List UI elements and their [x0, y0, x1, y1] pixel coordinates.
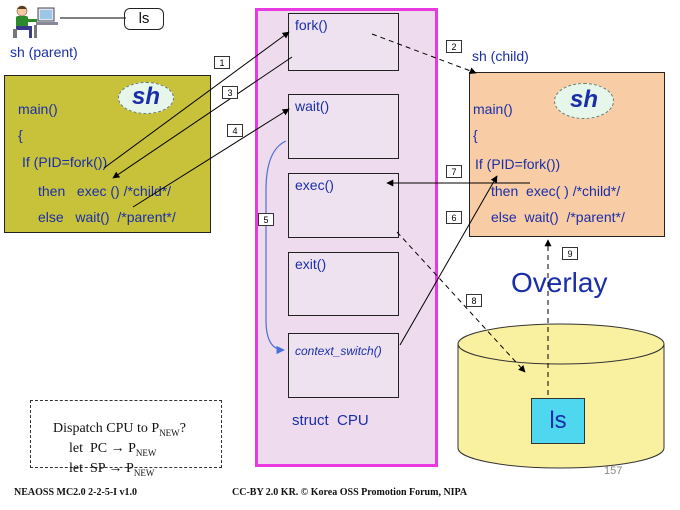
arrow-6 — [399, 175, 498, 346]
dispatch-note-box: Dispatch CPU to PNEW? let PC → PNEW let … — [30, 400, 222, 478]
arrow-1 — [103, 31, 290, 169]
footer-center: CC-BY 2.0 KR. © Korea OSS Promotion Foru… — [232, 487, 468, 498]
arrow-8 — [396, 231, 526, 373]
ls-command-text: ls — [138, 10, 150, 27]
step-7: 7 — [446, 165, 462, 178]
step-2: 2 — [446, 40, 462, 53]
proc-exec: exec() — [288, 173, 399, 238]
parent-line-brace: { — [18, 127, 23, 143]
ls-command-bubble: ls — [124, 8, 164, 30]
child-line-main: main() — [473, 101, 513, 117]
child-sh-badge-text: sh — [569, 86, 598, 113]
dispatch-line-1: Dispatch CPU to PNEW? — [53, 421, 186, 438]
disk-ls-file-text: ls — [549, 407, 567, 434]
parent-sh-badge-text: sh — [131, 83, 160, 110]
child-shell-label: sh (child) — [472, 48, 529, 64]
parent-line-then: then exec () /*child*/ — [38, 183, 172, 199]
proc-fork: fork() — [288, 13, 399, 71]
child-line-then: then exec( ) /*child*/ — [491, 183, 621, 199]
proc-wait: wait() — [288, 94, 399, 159]
step-1: 1 — [214, 56, 230, 69]
overlay-label: Overlay — [511, 267, 608, 298]
child-sh-badge: sh — [554, 83, 614, 119]
arrow-2 — [371, 33, 477, 75]
proc-exit: exit() — [288, 252, 399, 316]
arrow-3 — [112, 56, 293, 179]
step-5: 5 — [258, 213, 274, 226]
child-line-brace: { — [473, 127, 478, 143]
step-8: 8 — [466, 294, 482, 307]
arrow-5 — [265, 140, 287, 355]
footer-left: NEAOSS MC2.0 2-2-5-I v1.0 — [14, 487, 138, 498]
proc-context-switch: context_switch() — [288, 333, 399, 398]
user-at-computer-icon — [10, 4, 60, 40]
terminal-connector — [60, 17, 126, 19]
step-9: 9 — [562, 247, 578, 260]
parent-sh-badge: sh — [118, 82, 174, 114]
parent-line-else: else wait() /*parent*/ — [38, 209, 176, 225]
parent-shell-label: sh (parent) — [10, 44, 78, 60]
parent-line-main: main() — [18, 101, 58, 117]
step-3: 3 — [222, 86, 238, 99]
disk-ls-file: ls — [531, 398, 585, 444]
step-4: 4 — [227, 124, 243, 137]
child-line-else: else wait() /*parent*/ — [491, 209, 625, 225]
cpu-struct-title: struct CPU — [292, 412, 369, 429]
parent-line-if: If (PID=fork()) — [22, 154, 108, 170]
parent-shell-box — [4, 75, 211, 233]
dispatch-line-2: let PC → PNEW — [69, 441, 157, 458]
step-6: 6 — [446, 211, 462, 224]
page-number: 157 — [604, 465, 623, 477]
dispatch-line-3: let SP → PNEW — [69, 461, 155, 478]
arrow-4 — [132, 108, 290, 208]
child-line-if: If (PID=fork()) — [475, 156, 561, 172]
